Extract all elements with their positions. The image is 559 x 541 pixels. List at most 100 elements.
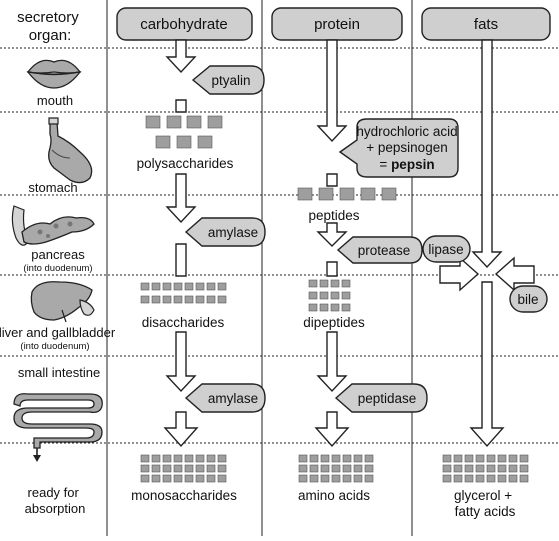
molecule-unit: [453, 474, 463, 483]
carb-arrow-pancreas-stem: [175, 243, 187, 277]
protein-arrow-long: [316, 39, 348, 143]
svg-text:+ pepsinogen: + pepsinogen: [366, 140, 447, 155]
molecule-unit: [184, 474, 194, 483]
molecule-unit: [497, 454, 507, 463]
svg-text:ptyalin: ptyalin: [211, 73, 250, 88]
molecule-unit: [442, 464, 452, 473]
mouth-label: mouth: [37, 93, 73, 108]
molecule-unit: [497, 474, 507, 483]
svg-text:carbohydrate: carbohydrate: [140, 16, 228, 33]
molecule-unit: [308, 303, 318, 312]
peptide-molecules: [297, 187, 397, 201]
carb-arrow-to-pancreas: [175, 99, 187, 113]
molecule-unit: [331, 464, 341, 473]
stomach-icon: [48, 117, 93, 184]
molecule-unit: [342, 454, 352, 463]
disaccharide-molecules: [140, 282, 227, 304]
molecule-unit: [173, 454, 183, 463]
molecule-unit: [298, 474, 308, 483]
molecule-unit: [140, 474, 150, 483]
svg-text:protein: protein: [314, 16, 360, 33]
carb-arrow-small-intestine: [165, 331, 197, 393]
molecule-unit: [486, 454, 496, 463]
molecule-unit: [319, 279, 329, 288]
header-fats: fats: [421, 7, 551, 41]
carb-arrow-mouth: [165, 39, 197, 74]
svg-text:bile: bile: [517, 292, 538, 307]
molecule-unit: [353, 474, 363, 483]
header-carbohydrate: carbohydrate: [116, 7, 253, 41]
molecule-unit: [341, 291, 351, 300]
molecule-unit: [464, 474, 474, 483]
molecule-unit: [364, 464, 374, 473]
secretory-organ-label: secretory organ:: [17, 9, 83, 44]
disaccharides-label: disaccharides: [142, 315, 225, 330]
molecule-unit: [331, 454, 341, 463]
liver-gallbladder-note: (into duodenum): [20, 341, 89, 352]
pepsin-label: pepsin: [391, 157, 435, 172]
bile-arrow: [494, 256, 535, 292]
molecule-unit: [151, 474, 161, 483]
fats-arrow-long: [471, 39, 503, 269]
molecule-unit: [206, 295, 216, 304]
molecule-unit: [508, 464, 518, 473]
molecule-unit: [309, 454, 319, 463]
molecule-unit: [320, 454, 330, 463]
glycerol-fatty-acids-label: glycerol + fatty acids: [454, 488, 516, 519]
svg-text:fats: fats: [474, 16, 498, 33]
molecule-unit: [162, 282, 172, 291]
molecule-unit: [320, 474, 330, 483]
molecule-unit: [151, 454, 161, 463]
molecule-unit: [353, 464, 363, 473]
molecule-unit: [195, 295, 205, 304]
molecule-unit: [320, 464, 330, 473]
molecule-unit: [341, 279, 351, 288]
svg-text:amylase: amylase: [208, 391, 258, 406]
pancreas-note: (into duodenum): [23, 263, 92, 274]
svg-text:amylase: amylase: [208, 225, 258, 240]
dipeptide-molecules: [308, 279, 351, 312]
molecule-unit: [442, 474, 452, 483]
molecule-unit: [309, 464, 319, 473]
molecule-unit: [151, 295, 161, 304]
pancreas-label: pancreas: [31, 247, 85, 262]
peptidase-label: peptidase: [334, 383, 428, 413]
molecule-unit: [162, 454, 172, 463]
pancreas-icon: [11, 205, 95, 246]
molecule-unit: [508, 454, 518, 463]
molecule-unit: [217, 295, 227, 304]
molecule-unit: [173, 464, 183, 473]
molecule-unit: [140, 464, 150, 473]
amylase-pancreas-label: amylase: [184, 217, 266, 247]
ptyalin-label: ptyalin: [191, 65, 265, 95]
liver-icon: [30, 281, 95, 323]
polysaccharides-label: polysaccharides: [137, 156, 234, 171]
molecule-unit: [342, 464, 352, 473]
svg-text:peptidase: peptidase: [358, 391, 417, 406]
molecule-unit: [206, 454, 216, 463]
ready-for-absorption-label: ready for absorption: [25, 485, 86, 516]
molecule-unit: [298, 454, 308, 463]
molecule-unit: [464, 454, 474, 463]
molecule-unit: [319, 291, 329, 300]
protein-arrow-stem-2: [326, 261, 338, 277]
molecule-unit: [140, 282, 150, 291]
molecule-unit: [217, 474, 227, 483]
bile-pill: bile: [509, 285, 548, 313]
svg-text:lipase: lipase: [428, 242, 463, 257]
molecule-unit: [519, 454, 529, 463]
svg-text:protease: protease: [358, 243, 411, 258]
molecule-unit: [173, 474, 183, 483]
molecule-unit: [140, 295, 150, 304]
dipeptides-label: dipeptides: [303, 315, 365, 330]
protease-label: protease: [336, 236, 423, 264]
carb-arrow-stomach: [165, 173, 197, 224]
protein-arrow-pancreas: [316, 222, 348, 247]
molecule-unit: [519, 464, 529, 473]
molecule-unit: [184, 454, 194, 463]
protein-arrow-final: [314, 411, 350, 448]
molecule-unit: [206, 464, 216, 473]
molecule-unit: [195, 464, 205, 473]
mouth-icon: [26, 59, 82, 89]
